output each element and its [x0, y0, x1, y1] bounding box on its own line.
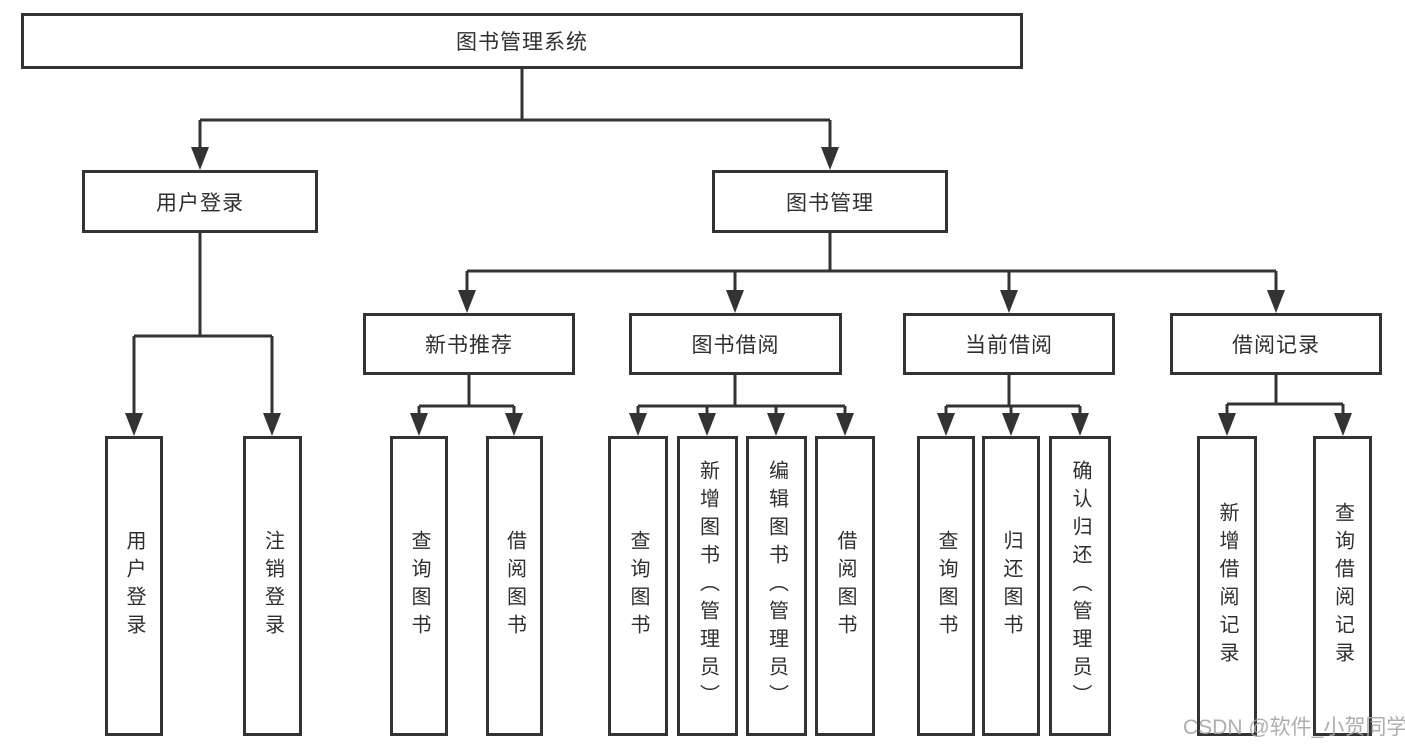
leaf-currentborrow-query-books: 查询图书	[917, 436, 975, 736]
node-new-book-recommend-label: 新书推荐	[425, 334, 513, 357]
leaf-currentborrow-confirm-return-admin-label: 确认归还（管理员）	[1069, 460, 1091, 712]
leaf-logout-label: 注销登录	[261, 530, 284, 642]
leaf-currentborrow-query-books-label: 查询图书	[935, 530, 957, 642]
leaf-user-login-label: 用户登录	[123, 530, 145, 642]
leaf-records-add-record-label: 新增借阅记录	[1216, 502, 1238, 670]
connector-current-borrow-to-leaves	[937, 375, 1089, 436]
leaf-bookborrow-query-books-label: 查询图书	[627, 530, 649, 642]
leaf-bookborrow-add-books-admin: 新增图书（管理员）	[677, 436, 738, 736]
node-book-borrowing-label: 图书借阅	[691, 334, 780, 357]
connector-book-borrow-to-leaves	[629, 375, 854, 436]
leaf-user-login: 用户登录	[105, 436, 163, 736]
leaf-records-add-record: 新增借阅记录	[1197, 436, 1257, 736]
node-user-login: 用户登录	[82, 170, 318, 233]
node-book-management: 图书管理	[712, 170, 948, 233]
connector-user-login-to-leaves	[125, 233, 281, 436]
leaf-newbookrec-query-books: 查询图书	[390, 436, 448, 736]
leaf-currentborrow-return-books: 归还图书	[982, 436, 1040, 736]
connector-borrow-records-to-leaves	[1218, 375, 1352, 436]
leaf-bookborrow-query-books: 查询图书	[608, 436, 668, 736]
leaf-bookborrow-edit-books-admin-label: 编辑图书（管理员）	[765, 460, 788, 712]
csdn-watermark: CSDN @软件_小贺同学	[1183, 716, 1405, 739]
node-book-management-label: 图书管理	[786, 191, 874, 215]
connector-new-book-rec-to-leaves	[410, 375, 523, 436]
connector-book-mgmt-to-level3	[458, 233, 1285, 313]
node-current-borrowing-label: 当前借阅	[965, 334, 1053, 357]
leaf-records-query-record: 查询借阅记录	[1313, 436, 1372, 736]
leaf-newbookrec-borrow-books: 借阅图书	[486, 436, 543, 736]
leaf-records-query-record-label: 查询借阅记录	[1331, 502, 1354, 670]
leaf-bookborrow-borrow-books-label: 借阅图书	[834, 530, 856, 642]
leaf-newbookrec-query-books-label: 查询图书	[408, 530, 430, 642]
leaf-bookborrow-borrow-books: 借阅图书	[815, 436, 875, 736]
node-new-book-recommend: 新书推荐	[363, 313, 575, 375]
node-current-borrowing: 当前借阅	[903, 313, 1115, 375]
node-user-login-label: 用户登录	[156, 191, 244, 215]
node-borrowing-records: 借阅记录	[1170, 313, 1382, 375]
node-book-borrowing: 图书借阅	[629, 313, 842, 375]
node-borrowing-records-label: 借阅记录	[1232, 334, 1320, 357]
leaf-newbookrec-borrow-books-label: 借阅图书	[503, 530, 526, 642]
leaf-bookborrow-edit-books-admin: 编辑图书（管理员）	[746, 436, 807, 736]
leaf-currentborrow-confirm-return-admin: 确认归还（管理员）	[1049, 436, 1111, 736]
leaf-bookborrow-add-books-admin-label: 新增图书（管理员）	[696, 460, 719, 712]
leaf-currentborrow-return-books-label: 归还图书	[1000, 530, 1022, 642]
connector-root-to-level2	[191, 69, 839, 170]
node-root-label: 图书管理系统	[456, 31, 588, 54]
node-root-system: 图书管理系统	[21, 13, 1023, 69]
leaf-logout: 注销登录	[243, 436, 302, 736]
